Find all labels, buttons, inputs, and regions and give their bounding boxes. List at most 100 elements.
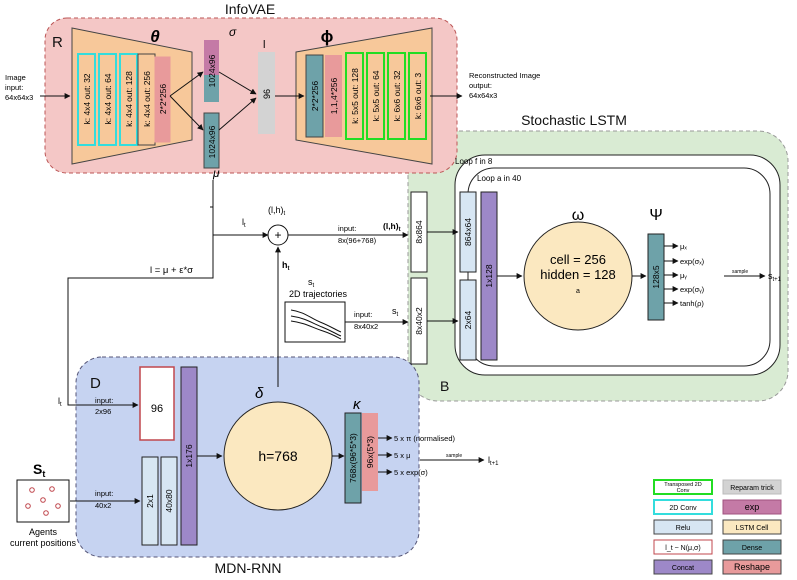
mu-symbol: μ (212, 166, 220, 180)
svg-text:Reconstructed Image: Reconstructed Image (469, 71, 540, 80)
encoder-reshape: 2*2*256 (154, 56, 171, 143)
decoder-tconv-1: k: 5x5 out: 128 (345, 52, 364, 140)
lstm-dense-2x64: 2x64 (459, 279, 477, 361)
decoder-reshape: 1,1,4*256 (325, 55, 342, 137)
svg-text:64x64x3: 64x64x3 (469, 91, 497, 100)
theta-symbol: θ (150, 27, 160, 46)
svg-text:768x(96*5*3): 768x(96*5*3) (348, 433, 358, 483)
svg-text:2D Conv: 2D Conv (669, 505, 697, 512)
lstm-input-1-label: input: 8x(96+768) (338, 224, 377, 245)
lstm-input-8x40x2: 8x40x2 (410, 277, 428, 365)
loop-a-label: Loop a in 40 (477, 174, 522, 183)
svg-text:input:: input: (338, 224, 356, 233)
decoder-dense: 2*2*256 (305, 54, 324, 138)
section-r-label: R (52, 34, 63, 51)
lstm-hidden-size: hidden = 128 (540, 267, 616, 282)
svg-text:8x40x2: 8x40x2 (414, 307, 424, 335)
svg-text:1x128: 1x128 (484, 264, 494, 287)
svg-text:LSTM Cell: LSTM Cell (736, 525, 769, 532)
infovae-title: InfoVAE (225, 1, 275, 17)
sigma-symbol: σ (229, 25, 237, 39)
svg-text:5 x π (normalised): 5 x π (normalised) (394, 434, 456, 443)
mdn-cell-size: h=768 (258, 448, 298, 464)
legend-item-8: Dense (722, 539, 782, 555)
svg-text:Reshape: Reshape (734, 562, 770, 572)
lstm-input-2-label: input: 8x40x2 (354, 310, 378, 331)
svg-text:k: 5x5 out: 128: k: 5x5 out: 128 (350, 68, 360, 124)
lstm-cell-sub: a (576, 288, 580, 295)
svg-text:96: 96 (262, 89, 272, 99)
svg-text:2*2*256: 2*2*256 (310, 81, 320, 112)
svg-text:2x96: 2x96 (95, 407, 111, 416)
svg-text:k: 4x4 out: 32: k: 4x4 out: 32 (82, 73, 92, 124)
svg-text:k: 5x5 out: 64: k: 5x5 out: 64 (371, 70, 381, 121)
mdn-dense-768: 768x(96*5*3) (344, 412, 362, 504)
mdn-outputs: 5 x π (normalised) 5 x μ 5 x exp(σ) (378, 434, 456, 477)
svg-text:k: 4x4 out: 256: k: 4x4 out: 256 (142, 71, 152, 127)
legend-item-5: Relu (653, 519, 713, 535)
lt-mid-label: lt (242, 217, 246, 229)
svg-text:Concat: Concat (672, 565, 694, 572)
svg-text:40x2: 40x2 (95, 501, 111, 510)
legend-item-4: exp (722, 499, 782, 515)
svg-text:Relu: Relu (676, 525, 691, 532)
svg-text:8x(96+768): 8x(96+768) (338, 236, 377, 245)
plus-icon: + (274, 228, 281, 242)
svg-text:5 x exp(σ): 5 x exp(σ) (394, 468, 428, 477)
s-input-label: st (392, 306, 399, 318)
lstm-dense-128x5: 128x5 (647, 233, 665, 321)
sample-label-lstm: sample (732, 269, 748, 275)
svg-text:input:: input: (95, 489, 113, 498)
mdn-latent-96-box: 96 (139, 366, 175, 441)
ht-label: ht (282, 260, 290, 272)
svg-text:Dense: Dense (742, 545, 762, 552)
mu-dense: 1024x96 (203, 112, 220, 169)
svg-text:k: 6x6 out: 32: k: 6x6 out: 32 (392, 70, 402, 121)
lh-top-label: (l,h)t (268, 205, 286, 217)
svg-text:8x40x2: 8x40x2 (354, 322, 378, 331)
section-b-label: B (440, 378, 449, 394)
encoder-conv-2: k: 4x4 out: 64 (98, 53, 117, 146)
svg-text:Image: Image (5, 73, 26, 82)
svg-text:k: 4x4 out: 128: k: 4x4 out: 128 (124, 71, 134, 127)
svg-text:Conv: Conv (677, 488, 690, 494)
svg-text:input:: input: (95, 396, 113, 405)
svg-text:Transposed 2D: Transposed 2D (664, 482, 701, 488)
svg-text:2x64: 2x64 (463, 311, 473, 330)
lstm-cell-size: cell = 256 (550, 252, 606, 267)
svg-text:1x176: 1x176 (184, 444, 194, 467)
s-next-output: st+1 (768, 271, 782, 283)
decoder-tconv-2: k: 5x5 out: 64 (366, 52, 385, 140)
mdn-concat-1x176: 1x176 (180, 366, 198, 546)
svg-text:input:: input: (354, 310, 372, 319)
svg-text:1024x96: 1024x96 (207, 125, 217, 158)
decoder-tconv-4: k: 6x6 out: 3 (408, 52, 427, 140)
svg-text:μₓ: μₓ (680, 242, 687, 251)
legend-item-6: LSTM Cell (722, 519, 782, 535)
latent-96-box: 96 (258, 52, 275, 134)
svg-text:exp(σᵧ): exp(σᵧ) (680, 285, 705, 294)
legend-item-2: Reparam trick (722, 479, 782, 495)
svg-text:Reparam trick: Reparam trick (730, 485, 774, 492)
svg-text:96x(5*3): 96x(5*3) (365, 436, 375, 468)
mdn-input-2x96-label: input: 2x96 (95, 396, 113, 416)
traj-title: 2D trajectories (289, 289, 348, 299)
decoder-tconv-3: k: 6x6 out: 32 (387, 52, 406, 140)
lstm-outputs: μₓ exp(σₓ) μᵧ exp(σᵧ) tanh(ρ) (664, 242, 705, 308)
svg-text:tanh(ρ): tanh(ρ) (680, 299, 704, 308)
svg-text:k: 4x4 out: 64: k: 4x4 out: 64 (103, 73, 113, 124)
svg-text:k: 6x6 out: 3: k: 6x6 out: 3 (413, 73, 423, 120)
image-input-label: Image input: 64x64x3 (5, 73, 33, 102)
lstm-concat-1x128: 1x128 (480, 191, 498, 361)
sample-label-mdn: sample (446, 453, 462, 459)
svg-text:Agents: Agents (29, 527, 58, 537)
svg-text:2x1: 2x1 (145, 494, 155, 508)
reconstructed-image-label: Reconstructed Image output: 64x64x3 (469, 71, 540, 100)
reparam-equation: l = μ + ε*σ (150, 265, 193, 276)
svg-text:input:: input: (5, 83, 23, 92)
loop-f-label: Loop f in 8 (455, 157, 493, 166)
svg-text:864x64: 864x64 (463, 218, 473, 246)
svg-text:St: St (33, 461, 45, 479)
sigma-dense: 1024x96 (204, 40, 219, 102)
lstm-dense-864x64: 864x64 (459, 191, 477, 273)
